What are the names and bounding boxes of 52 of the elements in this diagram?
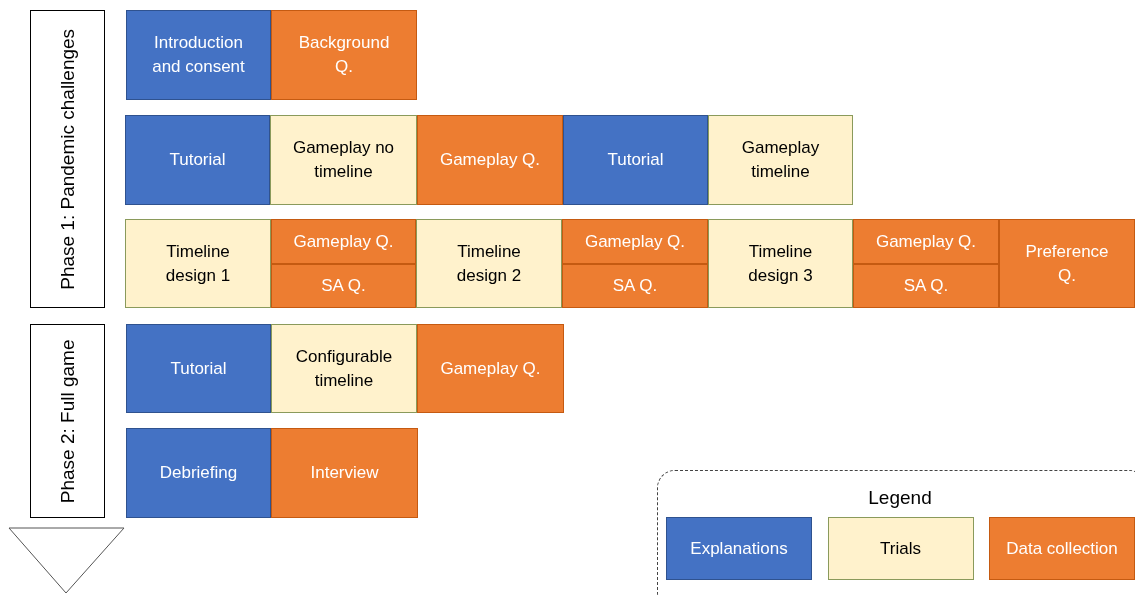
phase-label: Phase 1: Pandemic challenges <box>55 27 79 292</box>
legend-swatch: Trials <box>827 517 974 580</box>
stage-label: Tutorial <box>169 149 226 172</box>
stage-box <box>562 264 708 308</box>
stage-label: Introduction and consent <box>151 32 246 78</box>
stage-label: Gameplay Q. <box>584 230 686 253</box>
phase-label: Phase 2: Full game <box>55 338 79 505</box>
stage-box <box>271 264 416 308</box>
stage-box <box>126 10 271 100</box>
stage-label: SA Q. <box>321 275 366 298</box>
stage-label: Gameplay Q. <box>875 230 977 253</box>
stage-label: Gameplay Q. <box>440 357 541 380</box>
stage-label: Timeline design 2 <box>455 240 523 287</box>
stage-box <box>563 115 708 205</box>
stage-label: Gameplay Q. <box>293 230 394 253</box>
stage-label: Configurable timeline <box>294 345 394 392</box>
stage-label: SA Q. <box>612 275 658 298</box>
stage-box <box>126 324 271 413</box>
stage-box <box>417 115 563 205</box>
stage-box <box>562 219 708 264</box>
phase-box <box>30 324 105 518</box>
stage-box <box>416 219 562 308</box>
stage-label: Timeline design 3 <box>747 240 814 287</box>
stage-box <box>125 115 270 205</box>
stage-label: Tutorial <box>170 357 227 380</box>
stage-box <box>271 324 417 413</box>
stage-box <box>708 219 853 308</box>
stage-box <box>126 428 271 518</box>
stage-box <box>853 264 999 308</box>
stage-label: Gameplay no timeline <box>291 137 396 183</box>
stage-box <box>708 115 853 205</box>
phase-box <box>30 10 105 308</box>
stage-box <box>999 219 1135 308</box>
legend-title: Legend <box>867 486 933 510</box>
stage-box <box>271 428 418 518</box>
stage-label: Tutorial <box>607 149 664 172</box>
stage-label: Preference Q. <box>1024 240 1110 287</box>
stage-box <box>271 10 417 100</box>
stage-label: Gameplay Q. <box>439 149 541 172</box>
legend-swatch: Explanations <box>666 517 812 580</box>
stage-label: Timeline design 1 <box>164 240 232 287</box>
legend-swatch: Data collection <box>989 517 1135 580</box>
stage-label: Gameplay timeline <box>740 137 821 183</box>
stage-box <box>125 219 271 308</box>
stage-box <box>270 115 417 205</box>
stage-box <box>853 219 999 264</box>
stage-label: Interview <box>310 462 379 485</box>
stage-label: Background Q. <box>297 32 391 78</box>
stage-label: Debriefing <box>159 462 238 485</box>
stage-label: SA Q. <box>903 275 949 298</box>
stage-box <box>417 324 564 413</box>
stage-box <box>271 219 416 264</box>
